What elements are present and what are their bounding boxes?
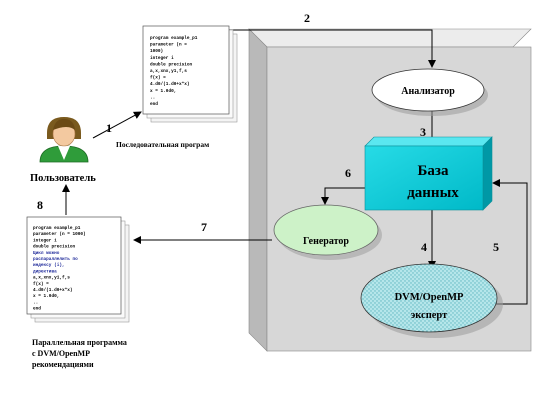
- panel-left-face: [248, 28, 268, 352]
- seq-code-line: ..: [150, 95, 155, 100]
- expert-label-line-2: эксперт: [411, 310, 448, 321]
- par-code-line: ..: [33, 300, 38, 305]
- db-side-face: [482, 136, 493, 211]
- par-code-recommendation-line: распараллелить по: [33, 257, 78, 262]
- par-code-line: integer i: [33, 238, 57, 243]
- analyzer-label: Анализатор: [401, 86, 455, 97]
- arrow-1-user-to-seq: [92, 111, 142, 139]
- generator-label: Генератор: [303, 236, 349, 247]
- generator-node: Генератор: [273, 204, 382, 260]
- seq-code-line: f(x) =: [150, 76, 166, 81]
- seq-code-line: end: [150, 102, 158, 107]
- seq-code-line: program example_p1: [150, 36, 198, 41]
- step-label-7: 7: [201, 220, 207, 234]
- user-icon: [39, 117, 89, 163]
- par-caption-line-1: Параллельная программа: [32, 338, 127, 347]
- db-top-face: [364, 136, 493, 147]
- arrow-6-db-to-generator: [321, 187, 375, 205]
- par-code-recommendation-line: индексу (i),: [33, 263, 65, 268]
- par-code-line: f(x) =: [33, 282, 49, 287]
- par-program-doc: program example_p1 parameter (n = 1000) …: [26, 216, 130, 323]
- seq-code-line: double precision: [150, 62, 193, 67]
- seq-code-lines: program example_p1 parameter (n = 1000) …: [150, 36, 198, 107]
- user-label: Пользователь: [30, 173, 96, 184]
- step-label-3: 3: [420, 125, 426, 139]
- par-code-recommendation-line: Цикл можно: [33, 251, 60, 256]
- step-label-4: 4: [421, 240, 427, 254]
- seq-code-line: a,x,xnx,y1,f,s: [150, 69, 187, 74]
- expert-label-line-1: DVM/OpenMP: [395, 292, 464, 303]
- par-code-line: double precision: [33, 245, 76, 250]
- database-node: База данных: [364, 136, 493, 211]
- seq-code-line: x = 1.0d0,: [150, 89, 176, 94]
- par-code-line: 4.d0/(1.d0+x*x): [33, 288, 73, 293]
- panel-top-face: [248, 28, 532, 48]
- step-label-2: 2: [304, 11, 310, 25]
- arrow-5-expert-to-db: [480, 179, 528, 305]
- par-caption-line-2: с DVM/OpenMP: [32, 349, 90, 358]
- step-label-5: 5: [493, 240, 499, 254]
- seq-program-caption: Последовательная програм: [116, 140, 209, 149]
- analyzer-node: Анализатор: [371, 68, 488, 116]
- par-code-line: x = 1.0d0,: [33, 294, 59, 299]
- step-label-1: 1: [106, 121, 112, 135]
- par-code-line: a,x,xnx,y1,f,s: [33, 276, 70, 281]
- par-code-line: parameter (n = 1000): [33, 232, 86, 237]
- seq-code-line: integer i: [150, 56, 174, 61]
- par-code-line: program example_p1: [33, 226, 81, 231]
- arrow-2-seq-to-analyzer: [208, 29, 436, 68]
- seq-code-line: parameter (n =: [150, 43, 187, 48]
- seq-code-line: 4.d0/(1.d0+x*x): [150, 82, 190, 87]
- par-code-lines: program example_p1 parameter (n = 1000) …: [33, 226, 86, 312]
- db-front-face: [364, 145, 484, 211]
- expert-node: DVM/OpenMP эксперт: [360, 263, 503, 338]
- step-numbers: 1 2 3 4 5 6 7 8: [37, 11, 499, 254]
- par-caption-line-3: рекомендациями: [32, 360, 94, 369]
- par-code-recommendation-line: директива: [33, 269, 57, 274]
- step-label-8: 8: [37, 198, 43, 212]
- par-code-line: end: [33, 307, 41, 312]
- seq-code-line: 1000): [150, 49, 163, 54]
- db-label-line-2: данных: [407, 185, 459, 201]
- db-label-line-1: База: [418, 163, 449, 179]
- step-label-6: 6: [345, 166, 351, 180]
- seq-program-doc: program example_p1 parameter (n = 1000) …: [142, 25, 238, 123]
